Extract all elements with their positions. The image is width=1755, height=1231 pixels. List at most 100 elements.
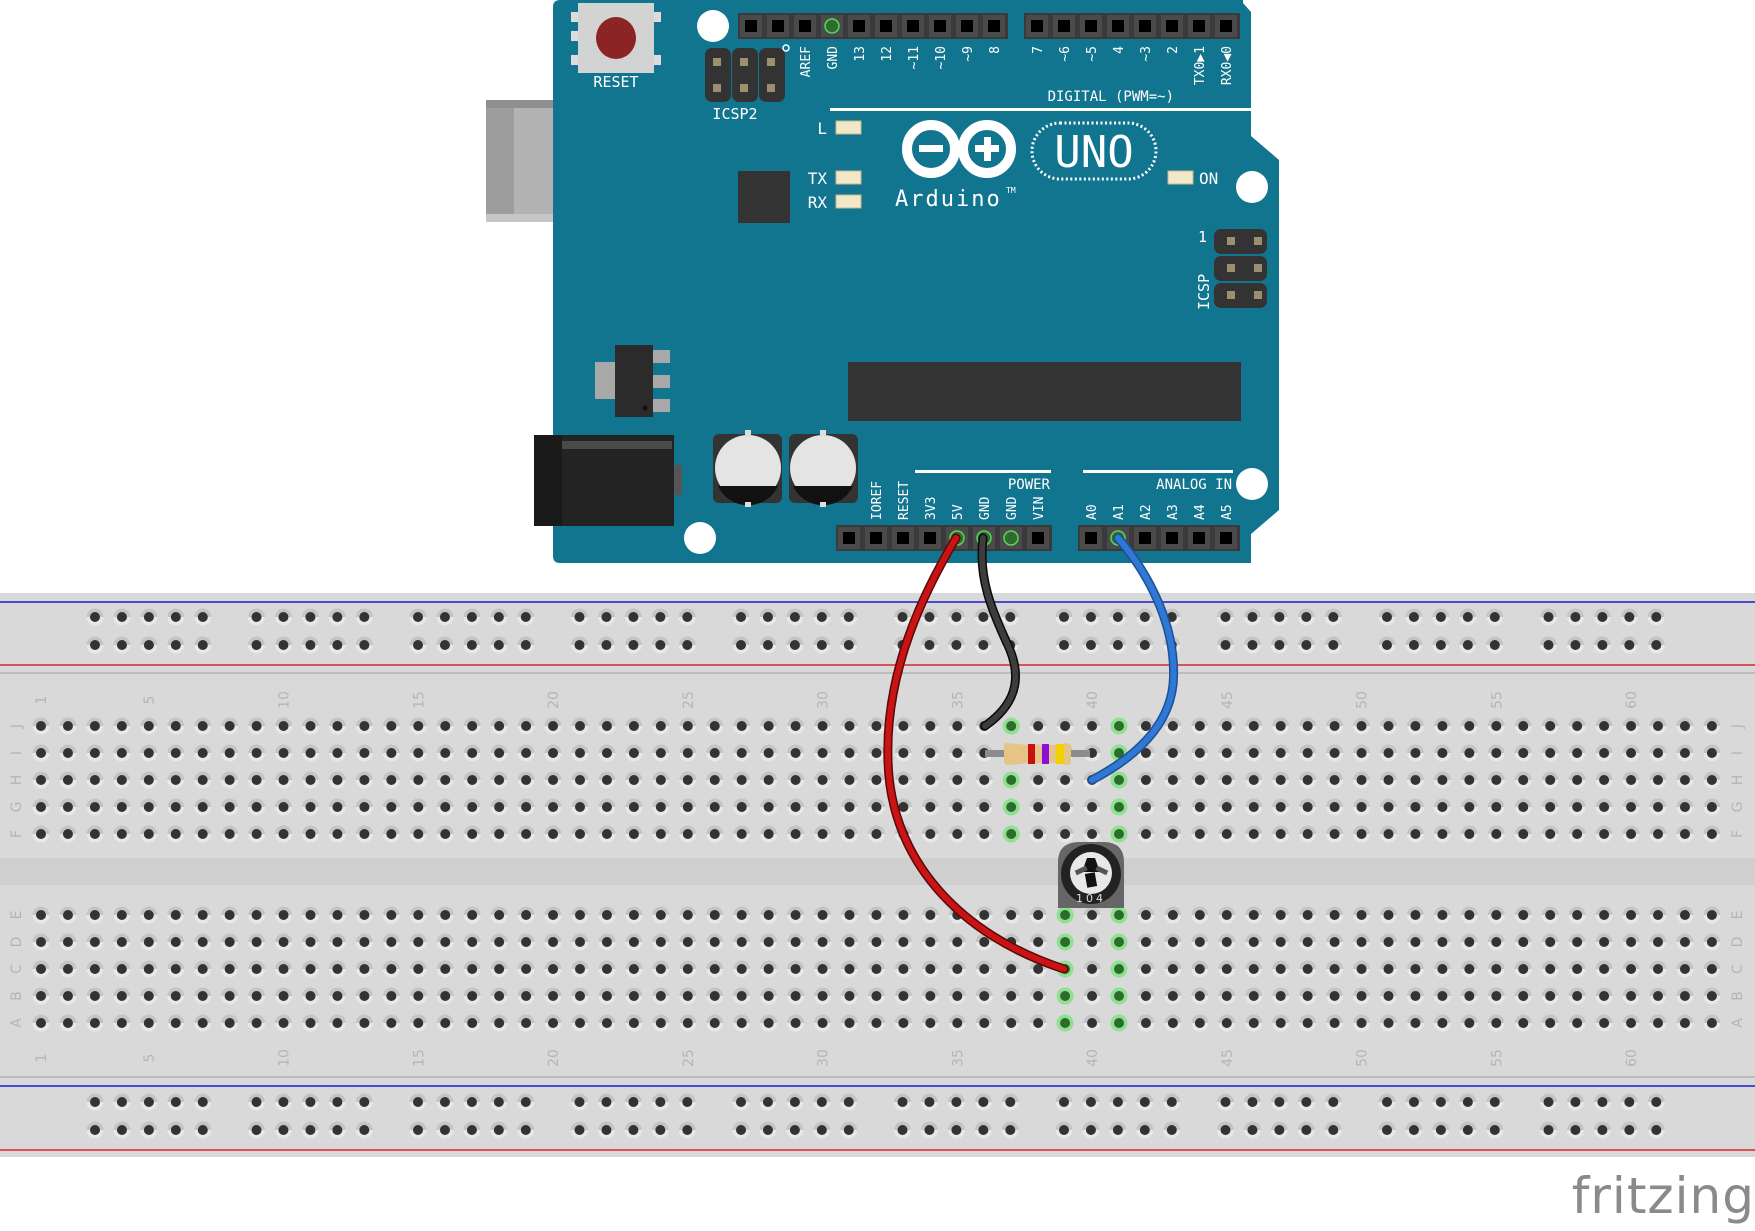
power-rail-hole[interactable] (1324, 1121, 1342, 1139)
breadboard-hole[interactable] (760, 906, 778, 924)
breadboard-hole[interactable] (598, 717, 616, 735)
breadboard-hole[interactable] (1272, 825, 1290, 843)
breadboard-hole[interactable] (1514, 987, 1532, 1005)
breadboard-hole[interactable] (382, 744, 400, 762)
breadboard-hole[interactable] (463, 771, 481, 789)
breadboard-hole[interactable] (302, 825, 319, 843)
power-rail-hole[interactable] (140, 1093, 158, 1111)
breadboard-hole[interactable] (841, 771, 858, 789)
breadboard-hole[interactable] (436, 933, 454, 951)
breadboard-hole[interactable] (463, 1014, 481, 1032)
breadboard-hole[interactable] (59, 1014, 77, 1032)
breadboard-hole[interactable] (221, 717, 239, 735)
breadboard-hole[interactable] (1568, 933, 1586, 951)
breadboard-hole[interactable] (328, 906, 346, 924)
breadboard-hole[interactable] (328, 1014, 346, 1032)
breadboard-hole[interactable] (1676, 960, 1694, 978)
breadboard-hole[interactable] (571, 987, 589, 1005)
breadboard-hole[interactable] (1541, 933, 1559, 951)
breadboard-hole[interactable] (167, 798, 185, 816)
breadboard-hole[interactable] (490, 960, 508, 978)
breadboard-hole[interactable] (1245, 933, 1263, 951)
breadboard-hole[interactable] (1676, 798, 1694, 816)
breadboard-hole[interactable] (302, 798, 319, 816)
breadboard-hole[interactable] (1487, 825, 1505, 843)
breadboard-hole[interactable] (1002, 771, 1020, 789)
breadboard-hole[interactable] (814, 987, 832, 1005)
breadboard-hole[interactable] (975, 987, 993, 1005)
breadboard-hole[interactable] (1676, 771, 1694, 789)
breadboard-hole[interactable] (948, 825, 966, 843)
breadboard-hole[interactable] (652, 906, 670, 924)
breadboard-hole[interactable] (113, 933, 131, 951)
power-rail-hole[interactable] (248, 636, 265, 654)
breadboard-hole[interactable] (1460, 960, 1478, 978)
breadboard-hole[interactable] (733, 987, 751, 1005)
breadboard-hole[interactable] (1622, 1014, 1640, 1032)
breadboard-hole[interactable] (1622, 960, 1640, 978)
breadboard-hole[interactable] (814, 717, 832, 735)
breadboard-hole[interactable] (1164, 771, 1182, 789)
power-rail-hole[interactable] (274, 636, 292, 654)
power-rail-hole[interactable] (974, 636, 992, 654)
breadboard-hole[interactable] (1164, 717, 1182, 735)
digital-pin[interactable] (983, 15, 1005, 37)
power-rail-hole[interactable] (571, 1121, 588, 1139)
power-rail-hole[interactable] (947, 1121, 965, 1139)
breadboard-hole[interactable] (1353, 798, 1371, 816)
breadboard-hole[interactable] (140, 960, 158, 978)
breadboard-hole[interactable] (1137, 825, 1155, 843)
breadboard-hole[interactable] (1649, 717, 1667, 735)
breadboard-hole[interactable] (1380, 987, 1397, 1005)
breadboard-hole[interactable] (894, 933, 912, 951)
breadboard-hole[interactable] (248, 960, 266, 978)
breadboard-hole[interactable] (1326, 1014, 1344, 1032)
power-rail-hole[interactable] (1217, 1121, 1234, 1139)
breadboard-hole[interactable] (275, 744, 293, 762)
breadboard-hole[interactable] (1137, 1014, 1155, 1032)
breadboard-hole[interactable] (1406, 744, 1424, 762)
breadboard-hole[interactable] (1353, 1014, 1371, 1032)
breadboard-hole[interactable] (1218, 771, 1236, 789)
breadboard-hole[interactable] (86, 933, 104, 951)
breadboard-hole[interactable] (1245, 1014, 1263, 1032)
breadboard-hole[interactable] (598, 825, 616, 843)
breadboard-hole[interactable] (1164, 933, 1182, 951)
breadboard-hole[interactable] (706, 906, 724, 924)
breadboard-hole[interactable] (436, 744, 454, 762)
power-rail-hole[interactable] (974, 608, 992, 626)
power-rail-hole[interactable] (1001, 1093, 1019, 1111)
breadboard-hole[interactable] (409, 960, 427, 978)
power-rail-hole[interactable] (813, 608, 831, 626)
breadboard-hole[interactable] (194, 825, 212, 843)
breadboard-hole[interactable] (382, 933, 400, 951)
power-rail-hole[interactable] (1082, 1093, 1100, 1111)
breadboard-hole[interactable] (59, 960, 77, 978)
breadboard-hole[interactable] (59, 717, 77, 735)
power-rail-hole[interactable] (167, 636, 185, 654)
power-rail-hole[interactable] (409, 636, 427, 654)
power-rail-hole[interactable] (920, 1093, 938, 1111)
breadboard-hole[interactable] (733, 906, 751, 924)
power-rail-hole[interactable] (1593, 1093, 1611, 1111)
power-rail-hole[interactable] (328, 1121, 346, 1139)
breadboard-hole[interactable] (1380, 744, 1397, 762)
breadboard-hole[interactable] (948, 771, 966, 789)
power-rail-hole[interactable] (1243, 608, 1261, 626)
breadboard-hole[interactable] (275, 1014, 293, 1032)
power-rail-hole[interactable] (1405, 636, 1423, 654)
breadboard-hole[interactable] (760, 987, 778, 1005)
breadboard-hole[interactable] (382, 960, 400, 978)
breadboard-hole[interactable] (113, 960, 131, 978)
breadboard-hole[interactable] (1164, 987, 1182, 1005)
breadboard-hole[interactable] (1218, 933, 1236, 951)
breadboard-hole[interactable] (1272, 933, 1290, 951)
breadboard-hole[interactable] (113, 825, 131, 843)
power-rail-hole[interactable] (1297, 1093, 1315, 1111)
breadboard-hole[interactable] (32, 744, 50, 762)
breadboard-hole[interactable] (1083, 960, 1101, 978)
power-rail-hole[interactable] (1432, 608, 1450, 626)
breadboard-hole[interactable] (517, 987, 535, 1005)
power-rail-hole[interactable] (1270, 1121, 1288, 1139)
breadboard-hole[interactable] (1595, 987, 1613, 1005)
